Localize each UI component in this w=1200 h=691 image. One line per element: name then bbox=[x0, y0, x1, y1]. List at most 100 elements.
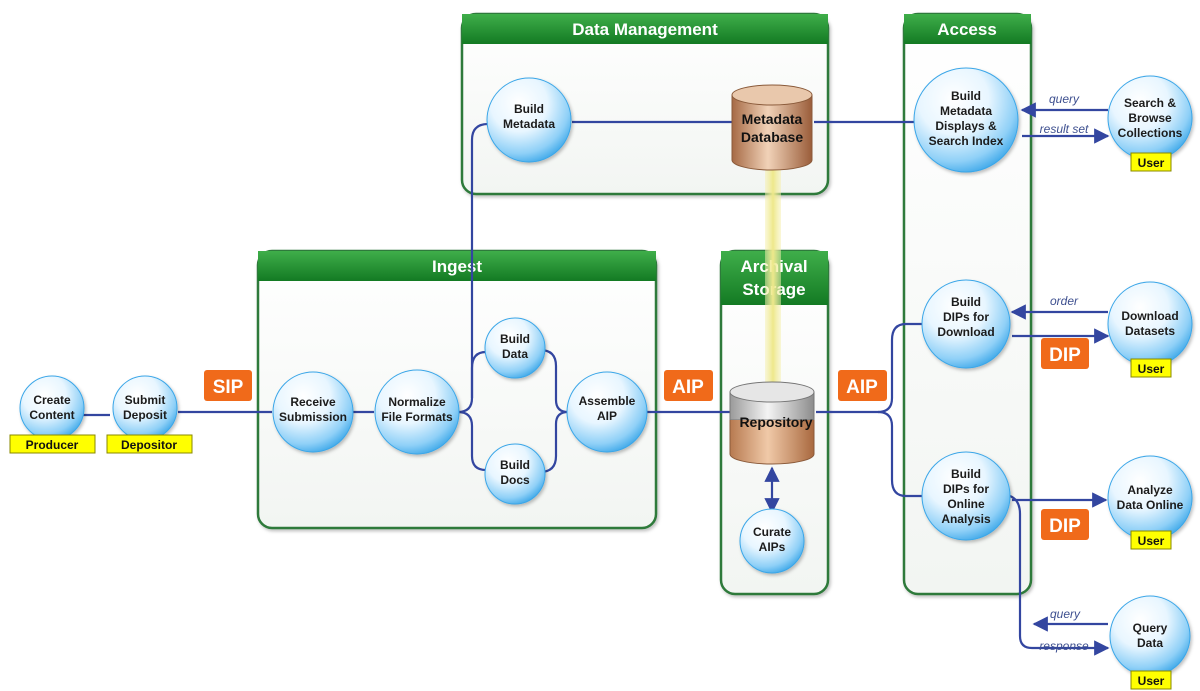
build-metadata-displays-label-4: Search Index bbox=[929, 134, 1004, 148]
build-metadata-displays-label-2: Metadata bbox=[940, 104, 992, 118]
edge-label-query-data: query bbox=[1050, 607, 1081, 621]
depositor-tag-label: Depositor bbox=[121, 438, 177, 452]
dip-badge-online-label: DIP bbox=[1049, 516, 1081, 537]
metadata-database[interactable]: Metadata Database bbox=[731, 84, 813, 171]
connectors bbox=[82, 102, 1110, 656]
connector-build-docs-assemble bbox=[539, 410, 569, 474]
user-tag-search: User bbox=[1130, 152, 1172, 172]
user-tag-analyze-label: User bbox=[1138, 534, 1165, 548]
build-dips-online-node[interactable]: Build DIPs for Online Analysis bbox=[921, 451, 1011, 541]
edge-labels: query result set order query response bbox=[1039, 92, 1089, 653]
edge-label-query: query bbox=[1049, 92, 1080, 106]
build-metadata-label-1: Build bbox=[514, 102, 544, 116]
build-metadata-node[interactable]: Build Metadata bbox=[486, 77, 572, 163]
build-docs-label-1: Build bbox=[500, 458, 530, 472]
user-tag-download-label: User bbox=[1138, 362, 1165, 376]
edge-label-order: order bbox=[1050, 294, 1079, 308]
edge-label-response: response bbox=[1039, 639, 1089, 653]
dip-badge-download: DIP bbox=[1041, 338, 1089, 369]
receive-submission-label-1: Receive bbox=[290, 395, 336, 409]
connector-repository-dips-download bbox=[816, 322, 924, 414]
build-docs-node[interactable]: Build Docs bbox=[484, 443, 546, 505]
dip-badge-download-label: DIP bbox=[1049, 345, 1081, 366]
metadata-database-label-2: Database bbox=[741, 129, 803, 145]
dip-badge-online: DIP bbox=[1041, 509, 1089, 540]
build-metadata-displays-node[interactable]: Build Metadata Displays & Search Index bbox=[913, 67, 1019, 173]
connector-normalize-build-metadata bbox=[470, 122, 489, 398]
sip-badge-label: SIP bbox=[213, 377, 244, 398]
build-dips-download-label-1: Build bbox=[951, 295, 981, 309]
analyze-online-node[interactable]: Analyze Data Online bbox=[1107, 455, 1193, 541]
receive-submission-label-2: Submission bbox=[279, 410, 347, 424]
connector-normalize-build-docs bbox=[457, 410, 488, 472]
data-management-title: Data Management bbox=[572, 20, 718, 39]
aip-badge-storage: AIP bbox=[838, 370, 887, 401]
download-datasets-label-2: Datasets bbox=[1125, 324, 1175, 338]
access-title: Access bbox=[937, 20, 997, 39]
build-data-node[interactable]: Build Data bbox=[484, 317, 546, 379]
search-browse-label-2: Browse bbox=[1128, 111, 1172, 125]
build-docs-label-2: Docs bbox=[500, 473, 530, 487]
build-dips-online-label-3: Online bbox=[947, 497, 985, 511]
user-tag-query-label: User bbox=[1138, 674, 1165, 688]
search-browse-label-1: Search & bbox=[1124, 96, 1176, 110]
analyze-online-label-2: Data Online bbox=[1117, 498, 1184, 512]
badges: SIP AIP AIP DIP DIP bbox=[204, 338, 1089, 540]
query-data-label-2: Data bbox=[1137, 636, 1163, 650]
connector-build-data-assemble bbox=[539, 348, 569, 414]
download-datasets-node[interactable]: Download Datasets bbox=[1107, 281, 1193, 367]
submit-deposit-node[interactable]: Submit Deposit bbox=[112, 375, 178, 441]
aip-badge-ingest-label: AIP bbox=[672, 377, 704, 398]
query-data-node[interactable]: Query Data bbox=[1109, 595, 1191, 677]
curate-aips-label-1: Curate bbox=[753, 525, 791, 539]
arrow-response bbox=[1009, 494, 1110, 656]
build-metadata-displays-label-3: Displays & bbox=[935, 119, 997, 133]
build-dips-download-node[interactable]: Build DIPs for Download bbox=[921, 279, 1011, 369]
submit-deposit-label-2: Deposit bbox=[123, 408, 167, 422]
ingest-title: Ingest bbox=[432, 257, 482, 276]
build-dips-online-label-2: DIPs for bbox=[943, 482, 989, 496]
database-link bbox=[765, 150, 781, 390]
build-metadata-label-2: Metadata bbox=[503, 117, 555, 131]
create-content-node[interactable]: Create Content bbox=[19, 375, 85, 441]
build-dips-download-label-3: Download bbox=[937, 325, 994, 339]
aip-badge-ingest: AIP bbox=[664, 370, 713, 401]
curate-aips-node[interactable]: Curate AIPs bbox=[739, 508, 805, 574]
user-tag-query: User bbox=[1130, 670, 1172, 690]
build-dips-online-label-1: Build bbox=[951, 467, 981, 481]
edge-label-result-set: result set bbox=[1040, 122, 1089, 136]
build-data-label-1: Build bbox=[500, 332, 530, 346]
user-tag-analyze: User bbox=[1130, 530, 1172, 550]
normalize-node[interactable]: Normalize File Formats bbox=[374, 369, 460, 455]
submit-deposit-label-1: Submit bbox=[125, 393, 166, 407]
user-tag-download: User bbox=[1130, 358, 1172, 378]
build-data-label-2: Data bbox=[502, 347, 528, 361]
search-browse-node[interactable]: Search & Browse Collections bbox=[1107, 75, 1193, 161]
producer-tag: Producer bbox=[9, 434, 96, 454]
curate-aips-label-2: AIPs bbox=[759, 540, 786, 554]
assemble-aip-node[interactable]: Assemble AIP bbox=[566, 371, 648, 453]
normalize-label-2: File Formats bbox=[381, 410, 453, 424]
normalize-label-1: Normalize bbox=[388, 395, 446, 409]
sip-badge: SIP bbox=[204, 370, 252, 401]
build-dips-download-label-2: DIPs for bbox=[943, 310, 989, 324]
download-datasets-label-1: Download bbox=[1121, 309, 1178, 323]
depositor-tag: Depositor bbox=[106, 434, 193, 454]
user-tag-search-label: User bbox=[1138, 156, 1165, 170]
metadata-database-label-1: Metadata bbox=[742, 111, 803, 127]
build-metadata-displays-label-1: Build bbox=[951, 89, 981, 103]
repository-database[interactable]: Repository bbox=[729, 381, 815, 465]
create-content-label-1: Create bbox=[33, 393, 71, 407]
assemble-aip-label-1: Assemble bbox=[579, 394, 636, 408]
query-data-label-1: Query bbox=[1133, 621, 1168, 635]
assemble-aip-label-2: AIP bbox=[597, 409, 617, 423]
analyze-online-label-1: Analyze bbox=[1127, 483, 1173, 497]
repository-label: Repository bbox=[739, 414, 812, 430]
receive-submission-node[interactable]: Receive Submission bbox=[272, 371, 354, 453]
producer-tag-label: Producer bbox=[26, 438, 79, 452]
role-tags: Producer Depositor User User User User bbox=[9, 152, 1172, 690]
build-dips-online-label-4: Analysis bbox=[941, 512, 991, 526]
create-content-label-2: Content bbox=[29, 408, 74, 422]
aip-badge-storage-label: AIP bbox=[846, 377, 878, 398]
